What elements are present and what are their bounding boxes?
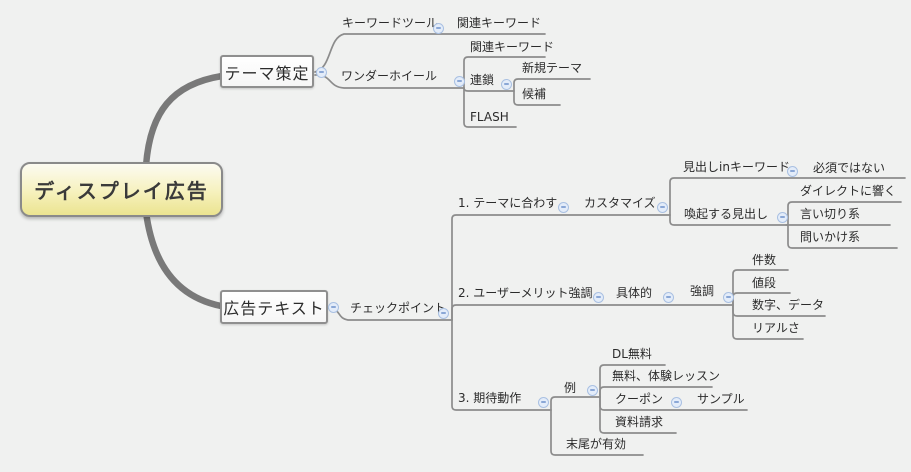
collapse-icon[interactable] [537,396,549,408]
node-example[interactable]: 例 [564,381,577,395]
collapse-icon[interactable] [776,211,788,223]
node-chain[interactable]: 連鎖 [470,73,495,87]
node-sample[interactable]: サンプル [697,392,745,406]
collapse-icon[interactable] [786,165,798,177]
node-realness[interactable]: リアルさ [752,321,800,335]
collapse-icon[interactable] [432,22,444,34]
edge [550,396,601,411]
node-dl-free[interactable]: DL無料 [612,347,652,361]
collapse-icon[interactable] [437,307,449,319]
node-case-count[interactable]: 件数 [752,253,777,267]
edge [669,177,906,216]
collapse-icon[interactable] [722,291,734,303]
trunk-top [142,72,226,170]
edge [463,56,546,89]
node-ad-text[interactable]: 広告テキスト [220,290,328,324]
root-node[interactable]: ディスプレイ広告 [20,162,223,217]
node-point1-match-theme[interactable]: 1. テーマに合わす [458,196,558,210]
node-point2-user-merit[interactable]: 2. ユーザーメリット強調 [458,286,593,300]
edge [599,396,677,434]
collapse-icon[interactable] [557,201,569,213]
edge [513,90,561,106]
node-related-keywords-2[interactable]: 関連キーワード [470,40,555,54]
edge [669,214,789,226]
node-numbers-data[interactable]: 数字、データ [752,298,825,312]
edge [513,78,591,92]
node-headline-in-keyword[interactable]: 見出しinキーワード [683,160,790,174]
edge [451,319,552,411]
node-wonder-wheel[interactable]: ワンダーホイール [341,69,438,83]
collapse-icon[interactable] [586,384,598,396]
node-assertive-style[interactable]: 言い切り系 [800,207,861,221]
edge-lines [314,33,906,456]
node-free-trial-lesson[interactable]: 無料、体験レッスン [612,369,721,383]
node-related-keywords-1[interactable]: 関連キーワード [457,16,542,30]
edge [550,409,644,456]
node-flash[interactable]: FLASH [470,110,509,124]
node-emphasis[interactable]: 強調 [690,284,715,298]
collapse-icon[interactable] [656,201,668,213]
node-coupon[interactable]: クーポン [615,392,664,406]
node-document-request[interactable]: 資料請求 [615,415,664,429]
trunk-branches [142,72,226,310]
edge [599,386,713,398]
collapse-icon[interactable] [670,396,682,408]
collapse-icon[interactable] [453,75,465,87]
node-checkpoint[interactable]: チェックポイント [350,301,447,315]
node-new-theme[interactable]: 新規テーマ [522,61,583,75]
edge [463,87,517,128]
node-not-required[interactable]: 必須ではない [813,161,886,175]
edge [732,304,804,340]
node-point3-expected-action[interactable]: 3. 期待動作 [458,391,522,405]
node-keyword-tool[interactable]: キーワードツール [342,16,439,30]
node-candidate[interactable]: 候補 [522,87,547,101]
node-direct-appeal[interactable]: ダイレクトに響く [800,184,897,198]
node-price[interactable]: 値段 [752,276,777,290]
node-theme-planning[interactable]: テーマ策定 [220,55,314,88]
node-concrete[interactable]: 具体的 [616,286,653,300]
node-question-style[interactable]: 問いかけ系 [800,230,861,244]
edge [451,304,734,321]
collapse-icon[interactable] [592,291,604,303]
edge [599,364,666,398]
node-customize[interactable]: カスタマイズ [584,196,656,210]
edge [787,201,902,226]
collapse-icon[interactable] [500,78,512,90]
node-evocative-headline[interactable]: 喚起する見出し [684,207,769,221]
edge [732,269,789,306]
edge [787,224,898,249]
trunk-bottom [142,208,225,310]
collapse-icon[interactable] [315,66,327,78]
collapse-icon[interactable] [662,291,674,303]
collapse-icon[interactable] [327,301,339,313]
node-suffix-effective[interactable]: 末尾が有効 [566,437,627,451]
edge [451,214,671,321]
